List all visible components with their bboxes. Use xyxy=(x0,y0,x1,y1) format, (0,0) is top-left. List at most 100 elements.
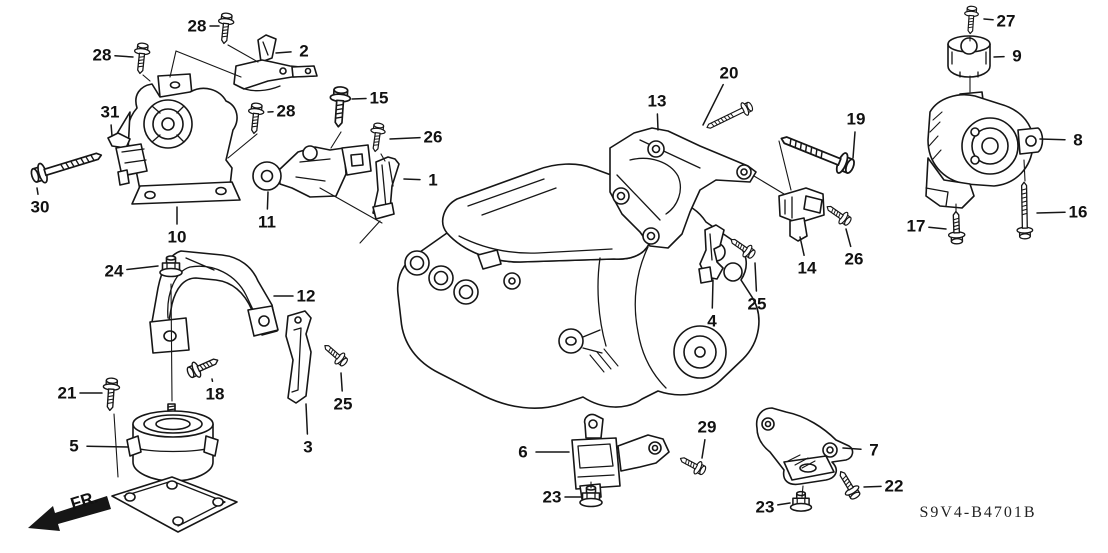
part-callout-23-b[interactable]: 23 xyxy=(755,497,775,517)
part-callout-30[interactable]: 30 xyxy=(30,197,50,217)
part-callout-28-c[interactable]: 28 xyxy=(276,101,296,121)
part-callout-8[interactable]: 8 xyxy=(1073,130,1083,150)
leader-line-25-b xyxy=(340,372,343,392)
part-callout-29[interactable]: 29 xyxy=(697,417,717,437)
fr-direction-indicator: FR. xyxy=(28,487,111,531)
leader-line-16 xyxy=(1036,211,1066,214)
part-callout-17[interactable]: 17 xyxy=(906,216,926,236)
part-callout-26-b[interactable]: 26 xyxy=(844,249,864,269)
leader-line-5 xyxy=(86,445,129,448)
part-14-mount-control xyxy=(778,187,825,242)
part-19-bolt xyxy=(776,127,858,179)
part-callout-10[interactable]: 10 xyxy=(167,227,187,247)
fr-arrow-icon xyxy=(28,496,111,531)
part-callout-28-a[interactable]: 28 xyxy=(92,45,112,65)
leader-line-31 xyxy=(110,124,113,137)
leader-line-19 xyxy=(852,131,856,159)
leader-line-20 xyxy=(702,83,724,126)
leader-line-2 xyxy=(275,51,292,54)
part-callout-1[interactable]: 1 xyxy=(428,170,438,190)
part-29-bolt xyxy=(676,451,709,478)
leader-line-15 xyxy=(351,97,367,100)
leader-line-8 xyxy=(1039,138,1066,141)
part-3-stay-plate xyxy=(285,310,312,404)
leader-line-11 xyxy=(266,191,269,210)
leader-line-25-a xyxy=(754,262,758,292)
part-callout-31[interactable]: 31 xyxy=(100,102,120,122)
part-callout-14[interactable]: 14 xyxy=(797,258,817,278)
part-10-engine-mount xyxy=(111,73,241,205)
part-1-stay xyxy=(372,156,400,220)
part-callout-19[interactable]: 19 xyxy=(846,109,866,129)
part-callout-2[interactable]: 2 xyxy=(299,41,309,61)
leader-line-1 xyxy=(403,178,421,181)
part-callout-26-a[interactable]: 26 xyxy=(423,127,443,147)
part-callout-22[interactable]: 22 xyxy=(884,476,904,496)
part-12-mount-bracket xyxy=(149,250,279,354)
engine-assembly-illustration xyxy=(396,163,760,409)
part-callout-25-a[interactable]: 25 xyxy=(747,294,767,314)
part-25-bolt-b xyxy=(319,339,351,370)
part-callout-12[interactable]: 12 xyxy=(296,286,316,306)
leader-line-27 xyxy=(983,18,994,21)
part-callout-18[interactable]: 18 xyxy=(205,384,225,404)
part-16-bolt xyxy=(1015,181,1034,240)
part-30-bolt xyxy=(28,144,106,187)
part-callout-4[interactable]: 4 xyxy=(707,311,717,331)
part-callout-27[interactable]: 27 xyxy=(996,11,1016,31)
assembly-reference-lines xyxy=(113,35,1026,498)
part-26-bolt-a xyxy=(367,121,387,154)
leader-line-30 xyxy=(36,187,39,195)
leader-line-23-b xyxy=(777,502,791,506)
part-callout-3[interactable]: 3 xyxy=(303,437,313,457)
part-5-front-mount xyxy=(111,403,238,533)
part-callout-11[interactable]: 11 xyxy=(258,212,276,232)
part-21-bolt xyxy=(101,376,121,412)
leader-line-17 xyxy=(928,226,947,230)
part-15-bolt xyxy=(327,85,352,129)
part-9-damper xyxy=(947,35,991,78)
part-callout-15[interactable]: 15 xyxy=(369,88,389,108)
part-26-bolt-b xyxy=(822,200,855,229)
leader-lines xyxy=(36,18,1066,506)
part-callout-5[interactable]: 5 xyxy=(69,436,79,456)
part-31-sensor xyxy=(107,132,148,186)
leader-line-13 xyxy=(656,113,659,131)
leader-line-4 xyxy=(711,279,714,309)
part-28-bolt-b xyxy=(215,11,236,45)
part-callout-24[interactable]: 24 xyxy=(104,261,124,281)
leader-line-14 xyxy=(799,236,805,257)
part-11-bracket xyxy=(252,144,372,198)
part-callout-23-a[interactable]: 23 xyxy=(542,487,562,507)
part-28-bolt-c xyxy=(245,101,266,135)
part-27-bolt xyxy=(962,5,980,35)
part-22-bolt xyxy=(833,467,864,503)
leader-line-24 xyxy=(126,265,159,271)
part-callout-13[interactable]: 13 xyxy=(647,91,667,111)
part-callout-20[interactable]: 20 xyxy=(719,63,739,83)
diagram-code: S9V4-B4701B xyxy=(919,504,1036,521)
part-callout-6[interactable]: 6 xyxy=(518,442,528,462)
part-2-bracket xyxy=(233,34,318,92)
part-28-bolt-a xyxy=(131,41,152,75)
leader-line-29 xyxy=(701,439,706,459)
leader-line-18 xyxy=(211,378,214,383)
part-4-stay xyxy=(698,224,725,284)
part-callout-16[interactable]: 16 xyxy=(1068,202,1088,222)
part-20-bolt xyxy=(703,98,756,135)
part-callout-7[interactable]: 7 xyxy=(869,440,879,460)
part-callout-25-b[interactable]: 25 xyxy=(333,394,353,414)
part-8-transmission-mount xyxy=(925,91,1044,209)
part-callout-9[interactable]: 9 xyxy=(1012,46,1022,66)
leader-line-3 xyxy=(305,403,309,435)
part-23-nut-b xyxy=(789,490,813,512)
part-6-side-mount xyxy=(571,413,670,500)
part-callout-28-b[interactable]: 28 xyxy=(187,16,207,36)
part-17-bolt xyxy=(947,210,966,245)
part-18-bolt xyxy=(184,352,222,382)
leader-line-26-a xyxy=(389,136,421,140)
part-callout-21[interactable]: 21 xyxy=(57,383,77,403)
leader-line-28-a xyxy=(114,55,134,58)
